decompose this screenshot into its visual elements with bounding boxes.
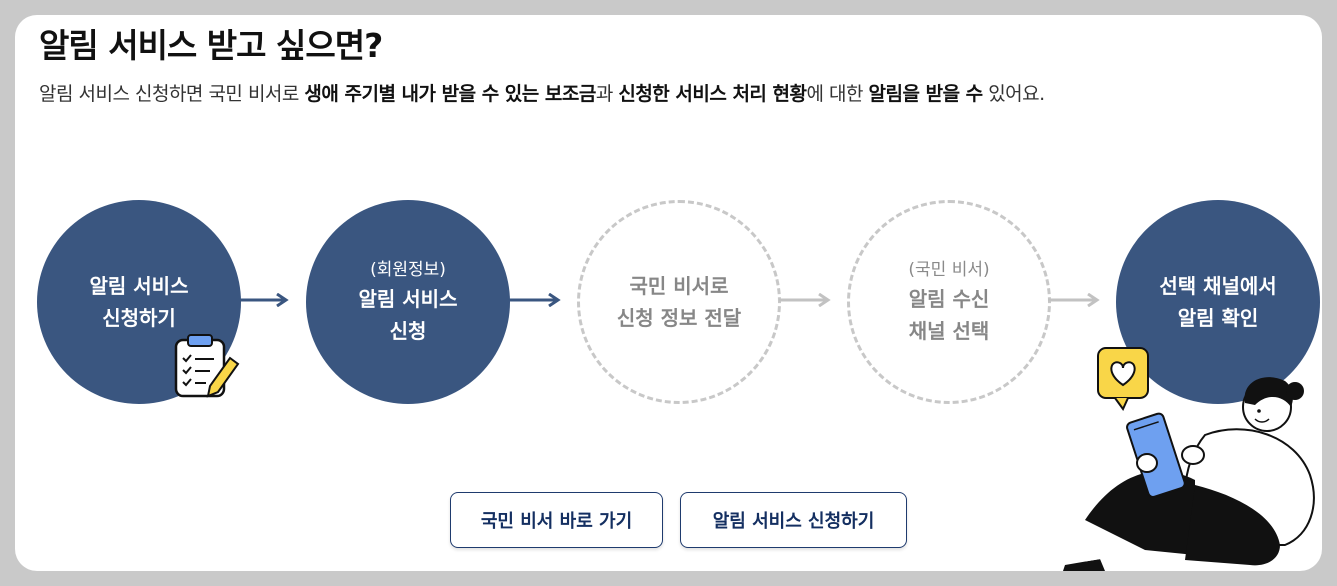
page-title: 알림 서비스 받고 싶으면? xyxy=(39,26,383,65)
step-1-line1: 알림 서비스 xyxy=(89,274,189,298)
step-select-channel: (국민 비서) 알림 수신 채널 선택 xyxy=(847,200,1051,404)
page-description: 알림 서비스 신청하면 국민 비서로 생애 주기별 내가 받을 수 있는 보조금… xyxy=(39,79,1045,106)
step-transfer-info: 국민 비서로 신청 정보 전달 xyxy=(577,200,781,404)
clipboard-icon xyxy=(174,334,240,398)
step-1-line2: 신청하기 xyxy=(102,306,176,330)
arrow-right-icon xyxy=(779,293,831,307)
desc-text-5: 에 대한 xyxy=(806,83,869,105)
step-4-sub: (국민 비서) xyxy=(908,260,990,280)
desc-text-3: 과 xyxy=(595,83,619,105)
step-2-sub: (회원정보) xyxy=(370,260,446,280)
step-4-line2: 채널 선택 xyxy=(908,319,990,343)
person-with-phone-illustration xyxy=(1063,347,1315,571)
step-2-line2: 신청 xyxy=(389,319,427,343)
step-4-line1: 알림 수신 xyxy=(908,287,990,311)
step-3-line1: 국민 비서로 xyxy=(629,274,729,298)
alert-service-card: 알림 서비스 받고 싶으면? 알림 서비스 신청하면 국민 비서로 생애 주기별… xyxy=(15,15,1322,571)
step-2-line1: 알림 서비스 xyxy=(358,287,458,311)
desc-text-2: 생애 주기별 내가 받을 수 있는 보조금 xyxy=(304,83,596,105)
step-5-line2: 알림 확인 xyxy=(1177,306,1259,330)
step-apply-alert: 알림 서비스 신청하기 xyxy=(37,200,241,404)
desc-text-1: 알림 서비스 신청하면 국민 비서로 xyxy=(39,83,305,105)
step-member-info-apply: (회원정보) 알림 서비스 신청 xyxy=(306,200,510,404)
arrow-right-icon xyxy=(1048,293,1100,307)
step-3-line2: 신청 정보 전달 xyxy=(616,306,742,330)
desc-text-4: 신청한 서비스 처리 현황 xyxy=(618,83,807,105)
apply-alert-service-button[interactable]: 알림 서비스 신청하기 xyxy=(680,492,907,548)
step-check-alert: 선택 채널에서 알림 확인 xyxy=(1116,200,1320,404)
arrow-right-icon xyxy=(509,293,561,307)
step-5-line1: 선택 채널에서 xyxy=(1159,274,1277,298)
arrow-right-icon xyxy=(237,293,289,307)
desc-text-6: 알림을 받을 수 xyxy=(868,83,984,105)
desc-text-7: 있어요. xyxy=(982,83,1045,105)
go-to-assistant-button[interactable]: 국민 비서 바로 가기 xyxy=(450,492,663,548)
